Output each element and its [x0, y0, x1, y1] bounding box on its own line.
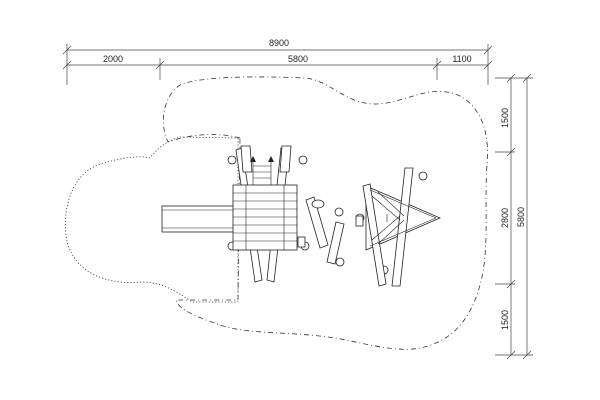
- slide-chute: [161, 205, 237, 233]
- dimension-width-right: 1100: [452, 54, 471, 64]
- post-marker: [418, 171, 428, 181]
- balance-logs: [297, 196, 364, 265]
- dimension-total-height: 5800: [516, 207, 526, 227]
- post-marker: [335, 257, 345, 267]
- post-marker: [227, 155, 237, 165]
- dimension-height-bottom: 1500: [500, 310, 510, 330]
- play-tower: [232, 145, 298, 283]
- post-marker: [334, 207, 344, 217]
- dimension-width-left: 2000: [103, 54, 123, 64]
- triangle-frame: [362, 167, 442, 287]
- arrow-up-icon: [250, 156, 256, 162]
- slide-zone-outline: [65, 136, 239, 303]
- dimension-height-middle: 2800: [500, 208, 510, 228]
- right-dimension-chain: 1500 2800 1500 5800: [495, 73, 533, 360]
- top-dimension-chain: 8900 2000 5800 1100: [62, 38, 493, 85]
- post-marker: [298, 155, 308, 165]
- safety-zone-outline: [162, 76, 488, 350]
- climbing-ladder: [250, 156, 274, 185]
- dimension-width-middle: 5800: [288, 54, 308, 64]
- dimension-total-width: 8900: [269, 38, 289, 48]
- arrow-up-icon: [268, 156, 274, 162]
- dimension-height-top: 1500: [500, 108, 510, 128]
